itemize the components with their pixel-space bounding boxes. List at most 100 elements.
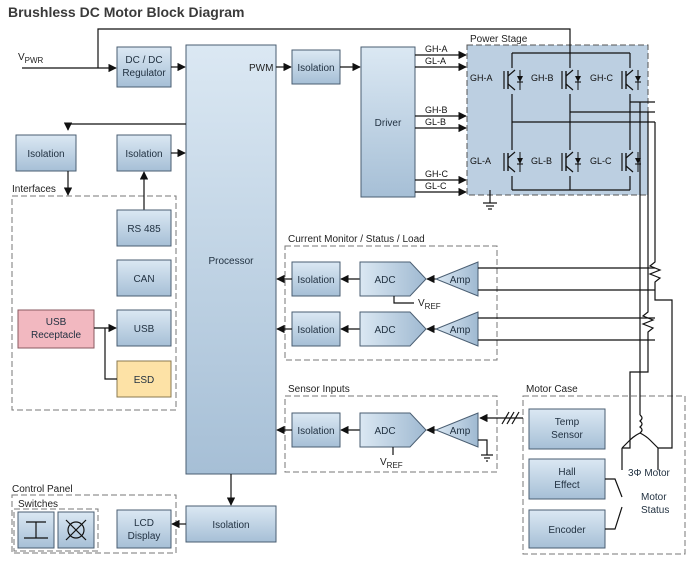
svg-text:Processor: Processor [208,256,254,267]
interfaces-label: Interfaces [12,184,56,195]
transistor-gh-b: GH-B [531,68,586,94]
transistor-gl-a: GL-A [470,150,528,176]
motor-status-label-1: Motor [641,492,667,503]
svg-text:Isolation: Isolation [212,520,249,531]
svg-text:Isolation: Isolation [27,149,64,160]
encoder-block: Encoder [528,509,606,549]
svg-text:USB: USB [46,317,67,328]
amp-3-block: Amp [434,412,479,448]
vpwr-to-power-stage-wire [97,28,571,68]
transistor-gl-b-label: GL-B [531,156,552,166]
svg-text:Temp: Temp [555,417,580,428]
svg-text:Isolation: Isolation [125,149,162,160]
power-stage-label: Power Stage [470,34,528,45]
sensor-isolation-block: Isolation [291,412,341,448]
transistor-gl-c-label: GL-C [590,156,612,166]
control-isolation-block: Isolation [185,505,277,543]
signal-gh-b: GH-B [425,105,448,115]
sensor-ground-icon [481,454,493,462]
svg-text:Amp: Amp [450,325,471,336]
shunt-resistor-b-icon [641,112,655,340]
svg-text:Isolation: Isolation [297,325,334,336]
svg-text:Receptacle: Receptacle [31,330,81,341]
svg-text:Encoder: Encoder [548,525,586,536]
shunt-resistor-a-icon [648,122,662,290]
signal-gh-a: GH-A [425,44,448,54]
adc-2-block: ADC [359,311,427,347]
gate-signals: GH-A GL-A GH-B GL-B GH-C GL-C [415,44,467,197]
power-stage-ground-icon [483,190,497,210]
svg-text:USB: USB [134,324,155,335]
svg-text:Amp: Amp [450,275,471,286]
vpwr-label: VPWR [18,52,44,65]
processor-to-iso-out-wire [63,122,186,131]
sensor-inputs-label: Sensor Inputs [288,384,350,395]
svg-text:Display: Display [128,531,161,542]
vref-current-label: VREF [418,298,441,311]
encoder-status-wire [605,506,623,530]
interfaces-isolation-in-block: Isolation [116,134,172,172]
pwm-isolation-block: Isolation [291,49,341,85]
transistor-gl-a-label: GL-A [470,156,491,166]
lcd-display-block: LCD Display [116,509,172,549]
svg-text:Driver: Driver [375,118,402,129]
svg-text:LCD: LCD [134,518,154,529]
amp-3-ground-wire [478,439,488,455]
switch-lamp-icon[interactable] [57,511,95,549]
switch-pushbutton-icon[interactable] [17,511,55,549]
amp-2-block: Amp [434,311,479,347]
svg-text:ESD: ESD [134,375,155,386]
current-sense-lines [478,102,662,400]
three-phase-motor-icon [621,290,673,470]
hall-effect-block: Hall Effect [528,458,606,500]
interfaces-group [11,195,177,411]
three-phase-motor-label: 3Φ Motor [628,468,671,479]
pwm-label: PWM [249,63,273,74]
svg-text:Amp: Amp [450,426,471,437]
svg-text:ADC: ADC [374,275,395,286]
processor-block: Processor [185,44,277,475]
svg-text:Isolation: Isolation [297,426,334,437]
adc-1-block: ADC [359,261,427,297]
svg-text:Sensor: Sensor [551,430,583,441]
transistor-gl-b: GL-B [531,150,586,176]
temp-sensor-block: Temp Sensor [528,408,606,450]
switches-label: Switches [18,499,58,510]
driver-block: Driver [360,46,416,198]
can-block: CAN [116,259,172,297]
current-monitor-group [284,245,498,361]
svg-text:DC / DC: DC / DC [125,55,162,66]
svg-text:RS 485: RS 485 [127,224,161,235]
hall-status-wire [605,478,623,498]
signal-gl-a: GL-A [425,56,446,66]
svg-text:Hall: Hall [558,467,575,478]
esd-block: ESD [116,360,172,398]
amp-1-block: Amp [434,261,479,297]
current-isolation-2-block: Isolation [291,311,341,347]
switches-group [13,508,99,552]
svg-text:CAN: CAN [133,274,154,285]
usb-receptacle-block: USB Receptacle [17,309,95,349]
interfaces-isolation-out-block: Isolation [15,134,77,172]
svg-text:Isolation: Isolation [297,275,334,286]
svg-text:ADC: ADC [374,325,395,336]
vref-sensor-label: VREF [380,457,403,470]
usb-block: USB [116,309,172,347]
rs485-block: RS 485 [116,209,172,247]
motor-case-group [522,395,686,555]
transistor-gh-b-label: GH-B [531,73,554,83]
control-panel-label: Control Panel [12,484,73,495]
svg-text:Regulator: Regulator [122,68,166,79]
adc-3-block: ADC [359,412,427,448]
vref-wire [393,296,414,304]
receptacle-to-esd-wire [104,328,117,380]
cable-break-icon [501,411,520,425]
signal-gl-c: GL-C [425,181,447,191]
dcdc-regulator-block: DC / DC Regulator [116,46,172,88]
transistor-gh-c-label: GH-C [590,73,613,83]
svg-text:Isolation: Isolation [297,63,334,74]
transistor-gh-c: GH-C [590,68,646,94]
signal-gh-c: GH-C [425,169,448,179]
svg-text:ADC: ADC [374,426,395,437]
